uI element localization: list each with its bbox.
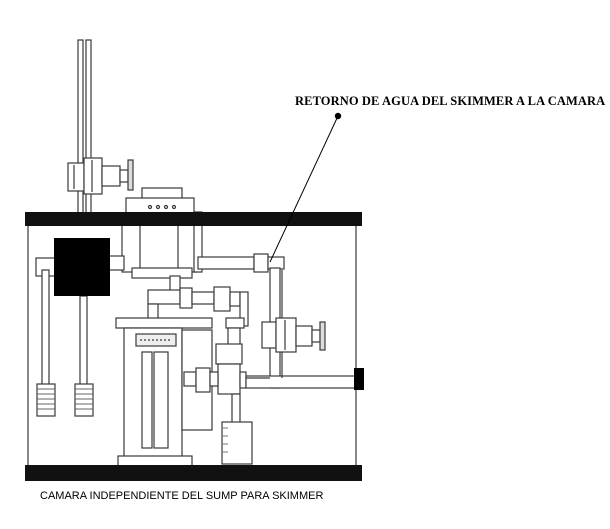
left-drop-pipes: [36, 269, 94, 417]
right-valve: [261, 317, 326, 353]
callout-leader: [269, 112, 342, 263]
sump-chamber-walls: [27, 226, 357, 466]
callout-label: RETORNO DE AGUA DEL SKIMMER A LA CAMARA: [295, 94, 606, 108]
pump-assembly: [183, 343, 253, 465]
diagram-caption: CAMARA INDEPENDIENTE DEL SUMP PARA SKIMM…: [40, 490, 324, 502]
skimmer-feed-pipes: [147, 275, 249, 349]
top-bar: [25, 212, 362, 226]
skimmer-head: [121, 187, 203, 279]
black-block: [54, 238, 110, 296]
bottom-bar: [25, 465, 362, 481]
outlet-connector: [354, 368, 364, 390]
upper-valve: [67, 157, 134, 195]
top-horizontal-pipe: [35, 253, 285, 277]
